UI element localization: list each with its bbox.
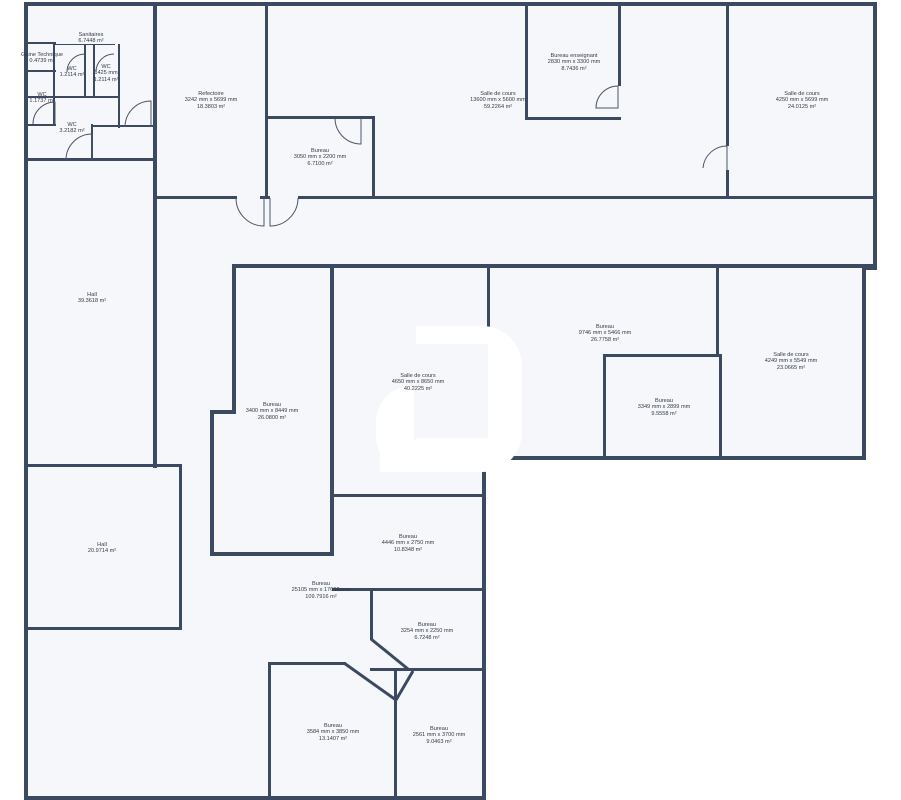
overlay-block bbox=[380, 440, 470, 472]
overlay-notch bbox=[416, 344, 488, 438]
doors bbox=[32, 53, 728, 227]
diagonal-walls bbox=[343, 637, 415, 702]
walls bbox=[24, 2, 877, 800]
